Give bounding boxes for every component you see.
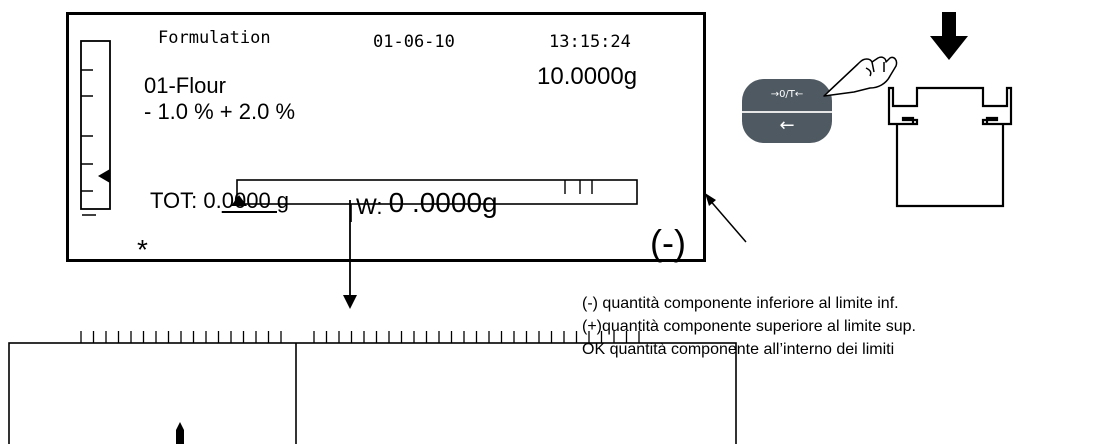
weight-prefix: W: — [356, 194, 389, 219]
legend-notes: (-) quantità componente inferiore al lim… — [582, 292, 916, 361]
mode-label: Formulation — [158, 28, 271, 48]
vertical-bargraph — [80, 40, 111, 216]
component-name: 01-Flour — [144, 73, 226, 98]
target-weight: 10.0000g — [537, 63, 638, 90]
weight-readout: W: 0 .0000g — [356, 187, 498, 221]
note-plus: (+)quantità componente superiore al limi… — [582, 318, 916, 335]
date-label: 01-06-10 — [373, 32, 455, 52]
down-arrow-icon — [930, 12, 968, 60]
key-divider — [742, 111, 832, 113]
bargraph-pointer-icon — [98, 169, 110, 183]
pointing-hand-icon — [823, 56, 898, 97]
total-prefix: TOT: 0. — [150, 188, 222, 213]
time-label: 13:15:24 — [549, 32, 631, 52]
tolerance-text: - 1.0 % + 2.0 % — [144, 99, 296, 124]
bargraph-detail — [8, 331, 737, 444]
tare-key[interactable]: →0/T← ← — [742, 79, 832, 143]
total-digits: 0000 g — [221, 188, 290, 213]
callout-arrow — [705, 193, 747, 243]
note-minus: (-) quantità componente inferiore al lim… — [582, 295, 899, 312]
key-top-label: →0/T← — [770, 89, 804, 100]
key-bottom-label: ← — [779, 115, 795, 136]
display-frame — [66, 12, 706, 262]
weight-icon — [887, 86, 1013, 208]
weight-value: 0 .0000g — [388, 187, 498, 218]
minus-indicator: (-) — [650, 222, 686, 263]
zoom-arrow — [343, 200, 357, 309]
asterisk-marker: * — [137, 234, 148, 265]
horizontal-bargraph — [231, 179, 638, 222]
total-readout: TOT: 0.0000 g — [150, 188, 289, 214]
note-ok: OK quantità componente all’interno dei l… — [582, 341, 895, 358]
